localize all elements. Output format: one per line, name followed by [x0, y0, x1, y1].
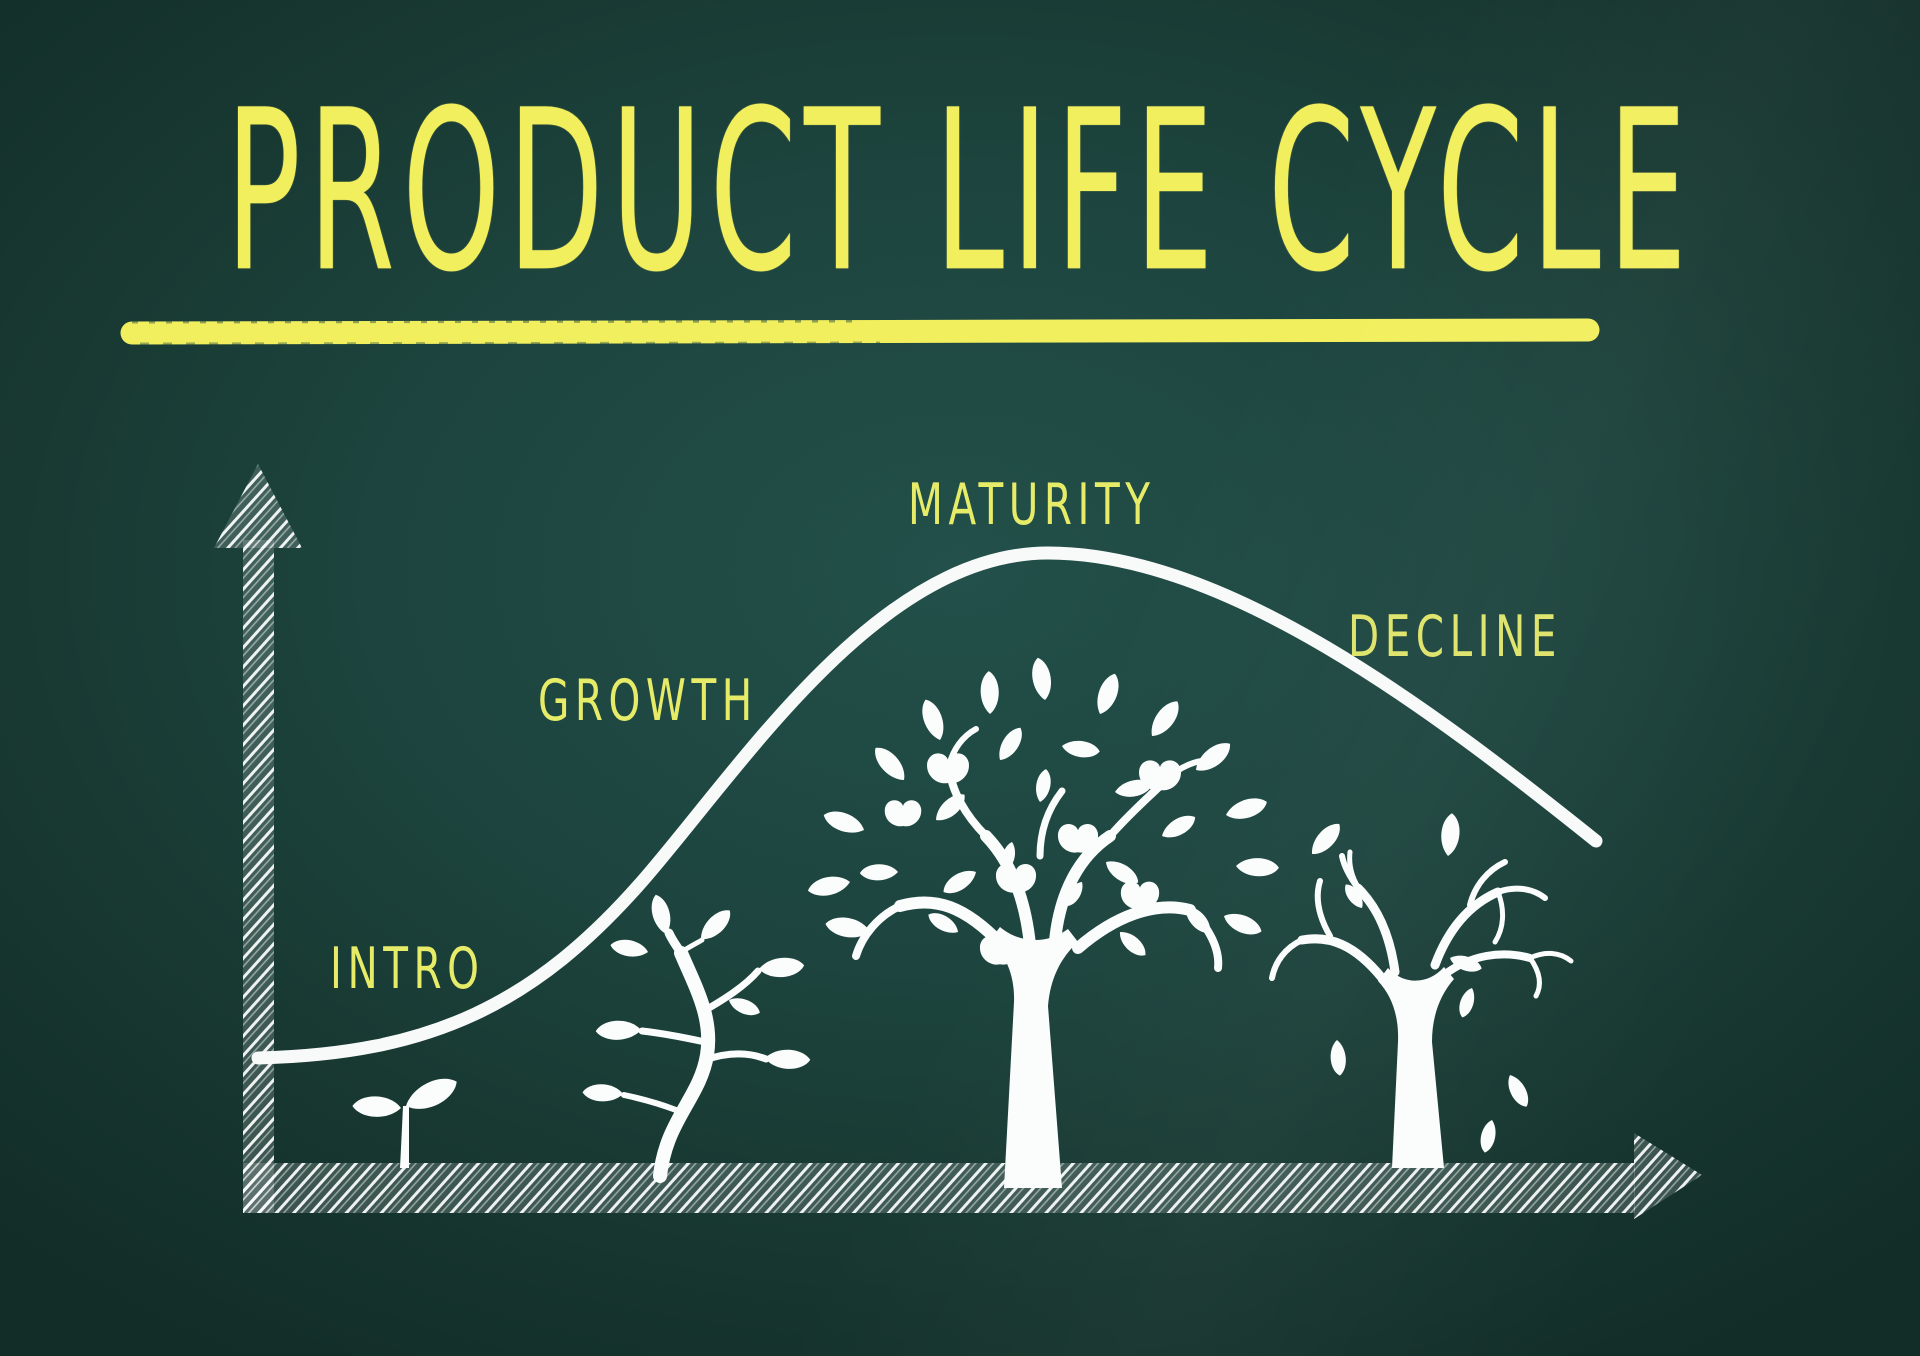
stage-label-decline: DECLINE	[1348, 604, 1563, 671]
page-title: PRODUCT LIFE CYCLE	[225, 64, 1695, 322]
sapling-icon	[581, 893, 812, 1183]
seedling-icon	[351, 1074, 462, 1168]
title-underline	[120, 318, 1600, 346]
y-axis-up-arrow-chalk-icon	[214, 464, 302, 1213]
lifecycle-curve	[251, 546, 1603, 1065]
bare-tree-icon	[1269, 811, 1574, 1168]
stage-label-maturity: MATURITY	[908, 472, 1156, 539]
stage-label-intro: INTRO	[330, 936, 485, 1003]
x-axis-right-arrow-chalk-icon	[243, 1133, 1702, 1219]
stage-label-growth: GROWTH	[538, 668, 758, 735]
apple-tree-icon	[807, 657, 1281, 1188]
